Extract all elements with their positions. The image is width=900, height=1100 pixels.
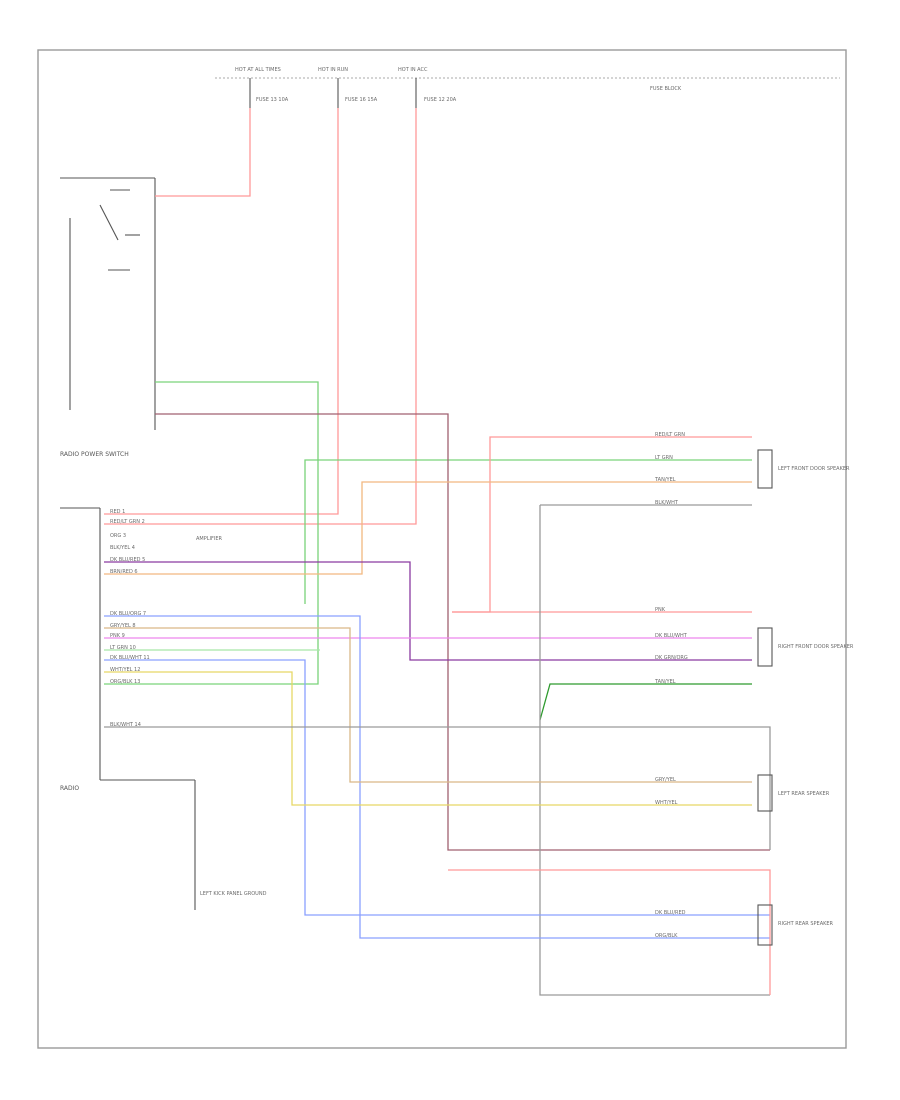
fuse-2-value: FUSE 16 15A <box>345 97 378 103</box>
right-rear-speaker-label: RIGHT REAR SPEAKER <box>778 921 834 927</box>
wire-red-fuse3 <box>104 108 417 525</box>
left-front-speaker: LEFT FRONT DOOR SPEAKER <box>757 449 850 489</box>
radio-pin-label: ORG/BLK 13 <box>110 679 140 685</box>
radio-pin-label: RED 1 <box>110 509 125 515</box>
fuse-3-value: FUSE 12 20A <box>424 97 457 103</box>
fuse-2: HOT IN RUN FUSE 16 15A <box>318 67 378 108</box>
speaker-wire-label: DK BLU/WHT <box>655 633 688 639</box>
wire-green-2 <box>304 459 752 604</box>
radio-pin-label: BRN/RED 6 <box>110 569 138 575</box>
radio-pin-label: PNK 9 <box>110 633 125 639</box>
speaker-wire-label: DK GRN/ORG <box>655 655 688 661</box>
wire-red-fuse1 <box>155 108 251 197</box>
fuse-3: HOT IN ACC FUSE 12 20A <box>398 67 457 108</box>
wire-maroon-1 <box>155 413 770 851</box>
radio-unit: RADIO LEFT KICK PANEL GROUND <box>60 507 267 910</box>
wire-blue-1 <box>104 615 770 939</box>
speaker-wire-label: BLK/WHT <box>655 500 679 506</box>
fuse-2-name: HOT IN RUN <box>318 67 348 73</box>
right-front-speaker-label: RIGHT FRONT DOOR SPEAKER <box>778 644 854 650</box>
radio-pin-label: DK BLU/RED 5 <box>110 557 145 563</box>
speaker-wire-label: ORG/BLK <box>655 933 678 939</box>
radio-pin-label: GRY/YEL 8 <box>110 623 136 629</box>
radio-pin-label: ORG 3 <box>110 533 126 539</box>
wire-red-rr <box>448 869 771 995</box>
radio-pin-label: WHT/YEL 12 <box>110 667 140 673</box>
radio-pin-label: DK BLU/WHT 11 <box>110 655 150 661</box>
radio-pin-label: DK BLU/ORG 7 <box>110 611 146 617</box>
right-front-speaker: RIGHT FRONT DOOR SPEAKER <box>757 627 854 667</box>
left-rear-speaker: LEFT REAR SPEAKER <box>757 774 830 812</box>
radio-label: RADIO <box>60 785 79 792</box>
speaker-wire-label: GRY/YEL <box>655 777 676 783</box>
speaker-wire-label: WHT/YEL <box>655 800 678 806</box>
speaker-wire-label: TAN/YEL <box>654 477 676 483</box>
radio-pin-label: LT GRN 10 <box>110 645 136 651</box>
radio-pin-label: BLK/WHT 14 <box>110 722 141 728</box>
radio-switch-label: RADIO POWER SWITCH <box>60 451 129 458</box>
wire-gray-ground <box>539 505 770 996</box>
wire-green-1 <box>104 381 319 685</box>
ground-label: LEFT KICK PANEL GROUND <box>200 891 267 897</box>
left-front-speaker-label: LEFT FRONT DOOR SPEAKER <box>778 466 850 472</box>
radio-pin-label: BLK/YEL 4 <box>110 545 135 551</box>
left-rear-speaker-label: LEFT REAR SPEAKER <box>778 791 830 797</box>
fuse-1-name: HOT AT ALL TIMES <box>235 67 281 73</box>
wire-yellow-lr <box>104 671 752 806</box>
amplifier-label: AMPLIFIER <box>196 536 223 542</box>
speaker-wire-label: PNK <box>655 607 666 613</box>
diagram-frame <box>37 49 847 1049</box>
speaker-wire-label: DK BLU/RED <box>655 910 686 916</box>
wires <box>104 108 771 996</box>
fuse-3-name: HOT IN ACC <box>398 67 428 73</box>
fuse-1-value: FUSE 13 10A <box>256 97 289 103</box>
radio-pin-label: RED/LT GRN 2 <box>110 519 145 525</box>
wire-gray-amp <box>104 726 771 850</box>
wire-dkgreen-rf <box>539 683 752 721</box>
speaker-wire-labels: RED/LT GRN LT GRN TAN/YEL BLK/WHT PNK DK BLU/… <box>654 432 688 939</box>
fuse-box-label: FUSE BLOCK <box>650 86 682 92</box>
speaker-wire-label: LT GRN <box>655 455 673 461</box>
wire-blue-2 <box>104 659 770 916</box>
radio-pin-labels: RED 1 RED/LT GRN 2 ORG 3 BLK/YEL 4 DK BLU/RE… <box>110 509 150 728</box>
speaker-wire-label: RED/LT GRN <box>655 432 685 438</box>
wire-red-lf <box>452 436 752 613</box>
fuse-1: HOT AT ALL TIMES FUSE 13 10A <box>235 67 289 108</box>
wire-red-fuse2 <box>104 108 339 515</box>
wire-tan-lf <box>104 481 752 575</box>
wire-purple <box>104 561 752 661</box>
right-rear-speaker: RIGHT REAR SPEAKER <box>757 904 834 946</box>
speaker-wire-label: TAN/YEL <box>654 679 676 685</box>
wire-tan-lr <box>104 627 752 783</box>
radio-power-switch: RADIO POWER SWITCH <box>60 177 156 458</box>
